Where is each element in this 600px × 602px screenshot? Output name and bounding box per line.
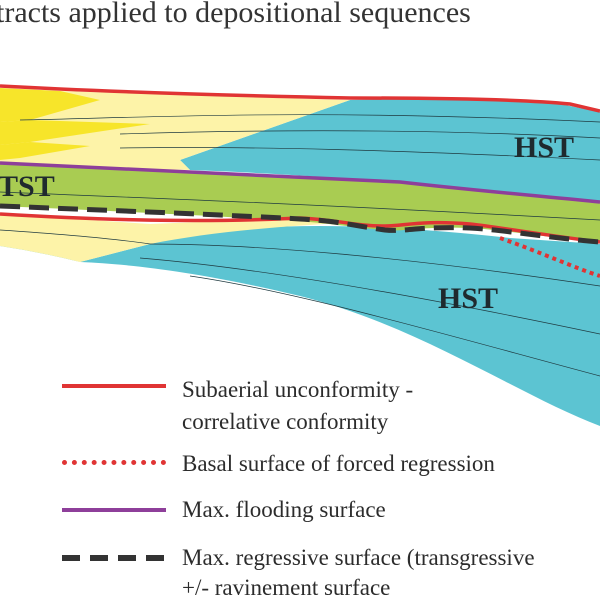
legend-label: Max. regressive surface (transgressive: [182, 545, 535, 570]
legend-item-max-flooding: Max. flooding surface: [0, 494, 600, 534]
yellow-tongue-1: [0, 88, 100, 122]
hst-lower-label: HST: [438, 282, 498, 315]
upper-cream-unit: [0, 88, 350, 170]
hst-upper-label: HST: [514, 131, 574, 164]
internal-bedding: [0, 114, 600, 377]
solid-purple-line-swatch: [62, 508, 166, 512]
legend-label: Max. flooding surface: [182, 497, 386, 522]
lower-hst-unit: [0, 226, 600, 426]
dotted-red-line-swatch: [62, 460, 166, 465]
diagram-title: tracts applied to depositional sequences: [0, 0, 471, 29]
yellow-tongue-3: [0, 142, 90, 160]
max-regressive-line: [0, 203, 600, 245]
solid-red-line-swatch: [62, 384, 166, 388]
legend-label: Basal surface of forced regression: [182, 451, 495, 476]
legend-item-forced-regression: Basal surface of forced regression: [0, 446, 600, 486]
max-flooding-line: [0, 161, 600, 204]
upper-hst-unit: [180, 99, 600, 202]
dashed-black-line-swatch: [62, 555, 172, 561]
top-unconformity-line: [0, 84, 600, 113]
yellow-tongue-2: [0, 120, 150, 145]
legend-item-unconformity: Subaerial unconformity - correlative con…: [0, 372, 600, 434]
tst-label: TST: [0, 170, 55, 203]
legend-label: Subaerial unconformity -: [182, 377, 414, 402]
legend-label: correlative conformity: [182, 409, 389, 434]
lower-unconformity-line: [0, 212, 600, 244]
lower-cream-unit: [0, 214, 360, 262]
forced-regression-line: [499, 236, 600, 278]
legend-label: +/- ravinement surface: [182, 575, 391, 600]
legend-item-max-regressive: Max. regressive surface (transgressive +…: [0, 540, 600, 600]
